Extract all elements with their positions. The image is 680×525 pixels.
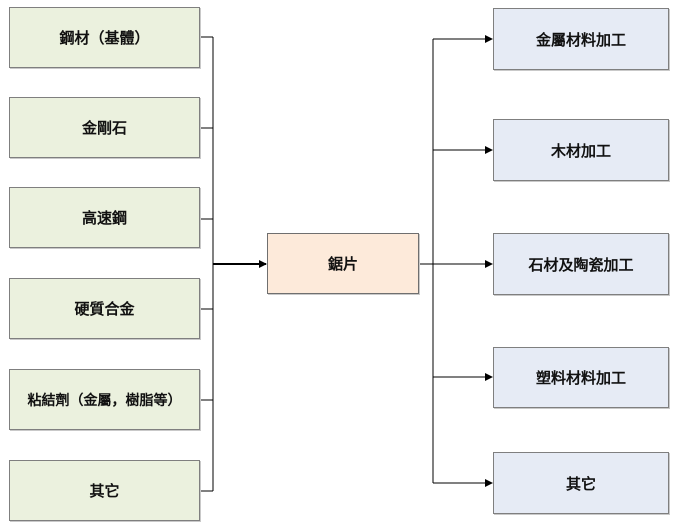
center-box-saw-blade: 鋸片 [267, 233, 419, 294]
material-connectors [200, 36, 214, 492]
material-box-cemented-carbide: 硬質合金 [9, 278, 200, 339]
application-box-plastic-processing: 塑料材料加工 [493, 347, 669, 408]
application-connectors [419, 35, 493, 487]
material-box-binder: 粘結劑（金屬，樹脂等） [9, 369, 200, 430]
material-box-diamond: 金剛石 [9, 97, 200, 158]
material-box-high-speed-steel: 高速鋼 [9, 187, 200, 248]
application-box-other: 其它 [493, 452, 669, 514]
material-box-other: 其它 [9, 460, 200, 521]
application-box-wood-processing: 木材加工 [493, 119, 669, 181]
application-box-stone-ceramic-processing: 石材及陶瓷加工 [493, 233, 669, 295]
application-box-metal-processing: 金屬材料加工 [493, 8, 669, 70]
material-box-steel-base: 鋼材（基體） [9, 7, 200, 68]
